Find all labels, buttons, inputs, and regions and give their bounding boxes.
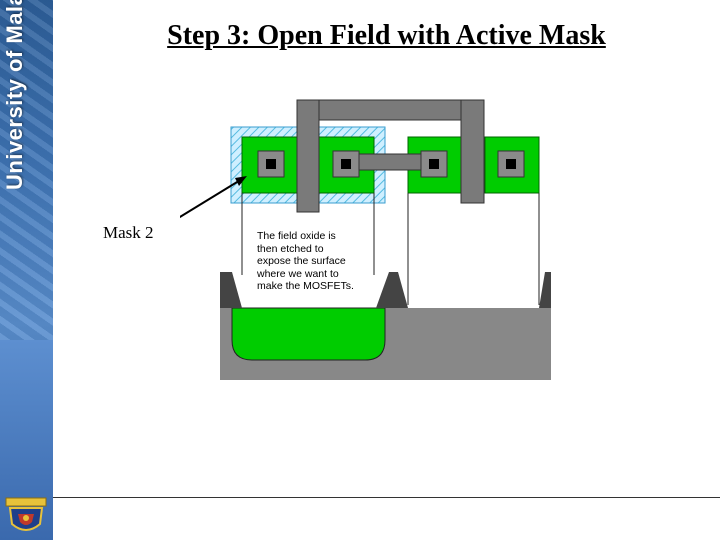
slide-title: Step 3: Open Field with Active Mask [167, 20, 606, 51]
field-oxide-left [220, 272, 242, 308]
mask-label: Mask 2 [103, 223, 154, 242]
mask-arrow [180, 176, 247, 219]
sidebar-lower-panel [0, 340, 53, 540]
etch-explanation-note: The field oxide is then etched to expose… [257, 230, 372, 293]
sidebar-photo-strip [0, 0, 53, 340]
contacts [257, 150, 525, 178]
university-crest-icon [5, 497, 47, 531]
mosfet-active-mask-diagram [180, 99, 551, 380]
note-line: where we want to [257, 267, 339, 280]
cross-section [220, 272, 551, 380]
university-name: University of Malaya [2, 0, 27, 190]
university-sidebar: University of Malaya [0, 0, 53, 540]
field-oxide-middle [376, 272, 408, 308]
polysilicon-gate [296, 99, 485, 213]
field-oxide-right [539, 272, 551, 308]
note-line: make the MOSFETs. [257, 280, 354, 292]
projection-lines [241, 193, 540, 305]
note-line: expose the surface [257, 255, 346, 267]
footer-divider [53, 497, 720, 498]
note-line: then etched to [257, 242, 324, 255]
note-line: The field oxide is [257, 230, 336, 242]
